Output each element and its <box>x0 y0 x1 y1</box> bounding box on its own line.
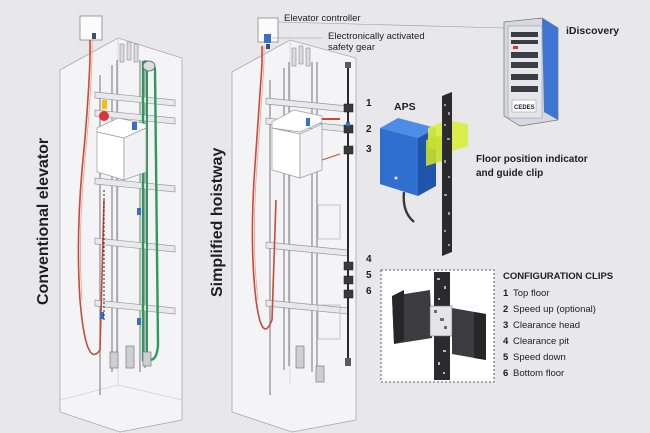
controller-callout-line <box>277 21 506 29</box>
clip-number-5: 5 <box>366 270 372 281</box>
simplified-aps-mount <box>322 118 340 120</box>
title-conventional: Conventional elevator <box>35 138 52 305</box>
conventional-shaft-floor-edge <box>117 384 183 401</box>
config-label-1: Top floor <box>513 288 549 299</box>
conventional-car <box>96 131 125 181</box>
conventional-hoistway <box>59 15 183 433</box>
simplified-safety-gear-small <box>266 44 270 49</box>
idiscovery-side <box>542 18 558 120</box>
config-label-3: Clearance head <box>513 320 580 331</box>
tape-pattern <box>444 104 450 246</box>
callout-safety-gear-line1: Electronically activated <box>328 31 425 42</box>
conventional-shaft-floor-edge-2 <box>59 384 119 401</box>
callout-elevator-controller: Elevator controller <box>284 13 361 24</box>
callout-safety-gear-line2: safety gear <box>328 42 375 53</box>
simplified-tape-bottom-anchor <box>345 358 351 366</box>
conventional-travel-cable-2 <box>80 40 93 301</box>
conventional-rail-tops <box>119 41 139 63</box>
conventional-governor-weight <box>102 100 107 109</box>
conventional-controller <box>79 15 103 41</box>
inset-tape-pattern <box>437 278 446 374</box>
simplified-car-guide <box>306 118 310 126</box>
conventional-sheave <box>142 60 156 72</box>
simplified-car <box>271 127 301 179</box>
callout-floor-indicator-line1: Floor position indicator <box>476 154 588 165</box>
title-simplified: Simplified hoistway <box>209 148 226 297</box>
inset-clip-right-face <box>474 312 486 360</box>
config-label-6: Bottom floor <box>513 368 564 379</box>
aps-cable <box>402 191 415 223</box>
guide-clip-yellow-2 <box>426 134 446 166</box>
config-num-2: 2 <box>503 304 508 315</box>
configuration-heading: CONFIGURATION CLIPS <box>503 271 613 282</box>
configuration-inset-illustration <box>392 272 486 380</box>
simplified-landing-doors <box>317 204 341 340</box>
conventional-travel-cable <box>77 40 105 356</box>
simplified-shaft-outline <box>231 39 357 433</box>
conventional-buffers <box>109 345 152 369</box>
config-num-6: 6 <box>503 368 508 379</box>
config-num-1: 1 <box>503 288 509 299</box>
simplified-car-side <box>299 123 323 179</box>
clip-number-4: 4 <box>366 254 372 265</box>
simplified-clips <box>343 103 354 299</box>
simplified-aps-cable <box>321 153 341 161</box>
aps-led <box>394 176 398 180</box>
idiscovery-label-strip <box>511 99 537 113</box>
config-label-2: Speed up (optional) <box>513 304 596 315</box>
aps-top <box>380 118 436 138</box>
idiscovery-terminals <box>511 32 538 92</box>
simplified-rail-tops <box>291 45 311 67</box>
conventional-car-side <box>123 127 147 181</box>
config-num-4: 4 <box>503 336 509 347</box>
config-num-5: 5 <box>503 352 509 363</box>
idiscovery-brand: CEDES <box>514 105 535 111</box>
simplified-clip-highlights <box>346 122 350 126</box>
simplified-safety-gear-box <box>264 34 271 43</box>
callout-idiscovery: iDiscovery <box>566 25 619 37</box>
callout-aps: APS <box>394 101 416 113</box>
clip-number-3: 3 <box>366 144 372 155</box>
conventional-controller-connector <box>92 33 96 39</box>
conventional-guide-shoes <box>100 208 141 325</box>
inset-clip-marks <box>434 310 447 329</box>
clip-number-6: 6 <box>366 286 372 297</box>
aps-front <box>380 128 418 196</box>
config-label-5: Speed down <box>513 352 566 363</box>
floor-indicator-tape <box>442 92 452 256</box>
aps-sensor <box>380 118 436 223</box>
clip-number-1: 1 <box>366 98 372 109</box>
simplified-hoistway <box>231 17 357 433</box>
configuration-list: 1 Top floor 2 Speed up (optional) 3 Clea… <box>503 288 596 379</box>
simplified-travel-cable-2 <box>254 46 265 301</box>
config-num-3: 3 <box>503 320 508 331</box>
idiscovery-device: CEDES <box>503 17 559 127</box>
callout-floor-indicator-line2: and guide clip <box>476 168 543 179</box>
conventional-overspeed-governor <box>99 111 109 121</box>
conventional-car-guide <box>132 122 137 130</box>
inset-clip-left-face <box>392 290 404 344</box>
clip-number-2: 2 <box>366 124 372 135</box>
idiscovery-led <box>513 46 518 49</box>
simplified-tape-top-anchor <box>345 62 351 68</box>
simplified-travel-cable <box>251 46 277 330</box>
config-label-4: Clearance pit <box>513 336 569 347</box>
simplified-buffers <box>295 345 325 383</box>
